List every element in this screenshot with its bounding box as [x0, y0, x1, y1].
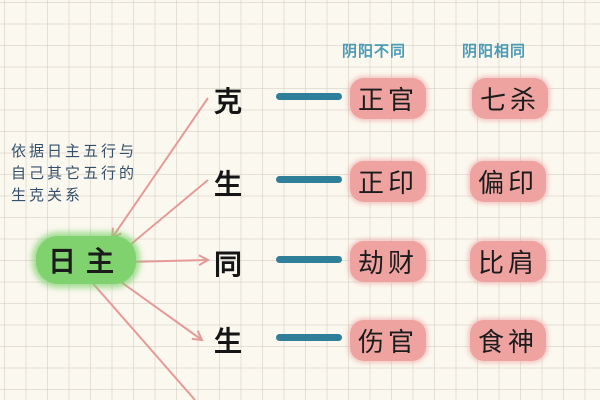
day-master-node: 日主: [36, 236, 137, 284]
note-line-2: 自己其它五行的: [11, 164, 138, 182]
relation-sheng-output: 生: [214, 325, 243, 358]
explanation-note: 依据日主五行与 自己其它五行的 生克关系: [11, 140, 137, 206]
note-line-1: 依据日主五行与: [11, 142, 138, 160]
arrow-to-tong: [126, 260, 208, 262]
header-yinyang-different: 阴阳不同: [342, 42, 407, 60]
note-line-3: 生克关系: [11, 186, 84, 204]
header-yinyang-same: 阴阳相同: [462, 42, 527, 60]
tag-bijian: 比肩: [470, 241, 547, 282]
tag-jiecai: 劫财: [350, 241, 427, 282]
relation-sheng: 生: [214, 168, 243, 201]
connector-bar: [276, 93, 342, 100]
tag-qisha: 七杀: [472, 78, 549, 119]
connector-bar: [276, 256, 342, 263]
relation-ke: 克: [214, 85, 243, 118]
arrow-to-sheng-1: [118, 179, 209, 255]
tag-shangguan: 伤官: [350, 320, 427, 361]
connector-bar: [276, 334, 342, 341]
tag-pianyin: 偏印: [470, 161, 547, 202]
tag-zhengguan: 正官: [350, 78, 427, 119]
tag-zhengyin: 正印: [350, 161, 427, 202]
arrow-offscreen: [82, 271, 196, 400]
arrow-to-sheng-2: [106, 271, 202, 340]
relation-tong: 同: [214, 248, 243, 281]
tag-shishen: 食神: [470, 320, 547, 361]
arrow-to-ke: [112, 97, 209, 238]
connector-bar: [276, 176, 342, 183]
